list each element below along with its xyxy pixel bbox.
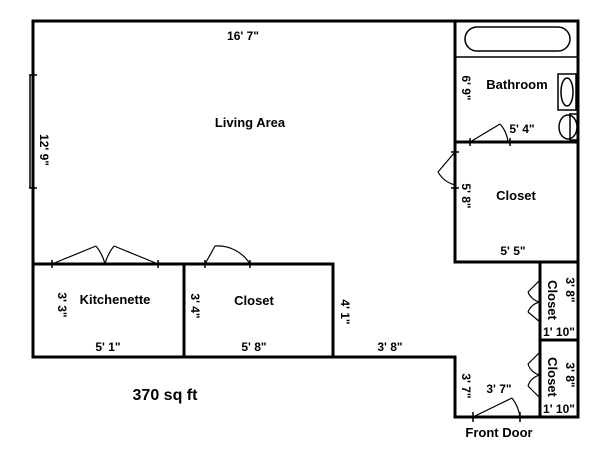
doors [51,123,541,422]
sink [557,73,577,111]
dim-bath-width: 5' 4" [509,122,534,136]
walls [31,19,580,419]
dim-small-closet-1-width: 1' 10" [543,325,575,339]
dim-living-height: 12' 9" [37,134,51,166]
dim-closet-mid-width: 5' 8" [241,340,266,354]
area-label: 370 sq ft [133,387,199,404]
dim-entry-width: 3' 7" [486,382,511,396]
window [29,74,37,189]
dim-bath-height: 6' 9" [459,75,473,100]
dim-hall-height: 4' 1" [338,299,352,324]
dim-living-width: 16' 7" [227,29,259,43]
dim-small-closet-2-width: 1' 10" [543,402,575,416]
bathtub [464,26,571,52]
room-label-kitchenette: Kitchenette [80,292,151,307]
dim-small-closet-2-height: 3' 8" [563,362,577,387]
room-label-closet-mid: Closet [234,293,274,308]
room-label-closet-main: Closet [496,188,536,203]
dim-closet-main-height: 5' 8" [459,183,473,208]
toilet [558,113,579,141]
dim-kitchen-width: 5' 1" [95,340,120,354]
dim-small-closet-1-height: 3' 8" [563,277,577,302]
room-label-closet-small-2: Closet [545,357,560,397]
front-door-label: Front Door [465,425,532,440]
room-label-living: Living Area [215,115,286,130]
dim-entry-height: 3' 7" [459,373,473,398]
dim-closet-main-width: 5' 5" [500,244,525,258]
dim-kitchen-height: 3' 3" [55,292,69,317]
dim-closet-mid-height: 3' 4" [188,293,202,318]
dim-hall-width: 3' 8" [377,340,402,354]
room-label-bathroom: Bathroom [486,77,547,92]
room-label-closet-small-1: Closet [545,280,560,320]
